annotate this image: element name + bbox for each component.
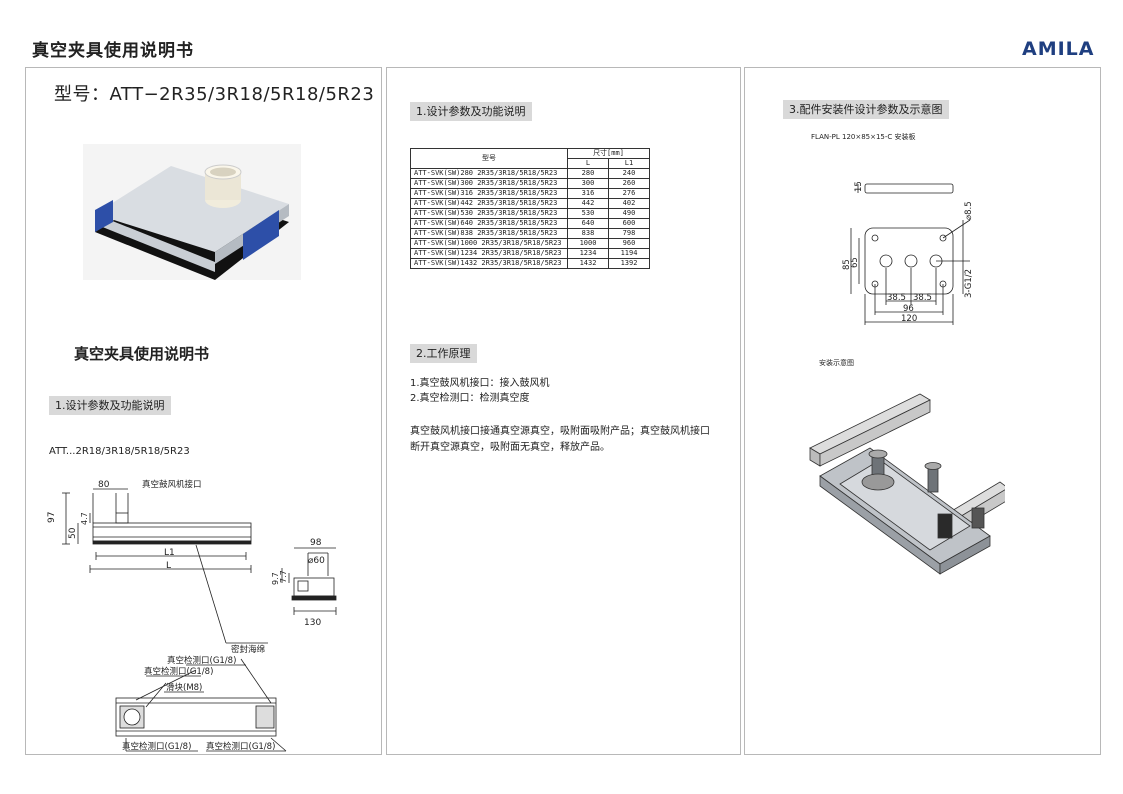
cell-model: ATT-SVK(SW)1000 2R35/3R18/5R18/5R23 [410, 238, 568, 249]
dimension-drawing: 80 97 50 4.7 L1 L 98 ⌀60 9.7 7.7 130 [47, 479, 337, 752]
panel-middle: 1.设计参数及功能说明 型号 尺寸[mm] L L1 ATT-SVK(SW)28… [386, 67, 741, 755]
th-L: L [567, 158, 609, 169]
model-title: 型号：ATT−2R35/3R18/5R18/5R23 [54, 84, 375, 105]
dim-85: 85 [842, 259, 852, 270]
cell-model: ATT-SVK(SW)1432 2R35/3R18/5R18/5R23 [410, 258, 568, 269]
th-size: 尺寸[mm] [567, 148, 650, 159]
dim-50: 50 [68, 527, 78, 539]
cell-model: ATT-SVK(SW)442 2R35/3R18/5R18/5R23 [410, 198, 568, 209]
cell-L1: 260 [608, 178, 650, 189]
dim-L: L [166, 561, 171, 571]
cell-L: 838 [567, 228, 609, 239]
cell-model: ATT-SVK(SW)280 2R35/3R18/5R18/5R23 [410, 168, 568, 179]
cell-L: 300 [567, 178, 609, 189]
cell-L1: 1392 [608, 258, 650, 269]
principle-line-2: 2.真空检测口：检测真空度 [410, 393, 530, 404]
size-table: 型号 尺寸[mm] L L1 ATT-SVK(SW)280 2R35/3R18/… [410, 148, 650, 269]
dim-thread-g12: 3-G1/2 [964, 269, 974, 298]
dim-97: 97 [47, 512, 57, 523]
section-header-design-2: 1.设计参数及功能说明 [410, 102, 532, 121]
cell-L: 1234 [567, 248, 609, 259]
cell-L1: 402 [608, 198, 650, 209]
label-slider: 滑块(M8) [166, 682, 202, 693]
dim-15: 15 [854, 181, 864, 192]
product-photo [83, 144, 301, 280]
label-detect-4: 真空检测口(G1/8) [206, 741, 275, 752]
document-title: 真空夹具使用说明书 [32, 41, 194, 61]
cell-L: 316 [567, 188, 609, 199]
cell-L1: 490 [608, 208, 650, 219]
cell-L: 640 [567, 218, 609, 229]
install-illustration [809, 393, 1005, 575]
cell-L1: 600 [608, 218, 650, 229]
dim-9-7: 9.7 [271, 572, 280, 585]
cell-model: ATT-SVK(SW)838 2R35/3R18/5R18/5R23 [410, 228, 568, 239]
cell-model: ATT-SVK(SW)316 2R35/3R18/5R18/5R23 [410, 188, 568, 199]
cell-L: 1432 [567, 258, 609, 269]
label-seal: 密封海绵 [231, 644, 265, 655]
cell-L1: 798 [608, 228, 650, 239]
label-detect-3: 真空检测口(G1/8) [122, 741, 191, 752]
plate-drawing: 15 85 65 38.5 38.5 96 120 ⌀8.5 3-G1/2 [842, 181, 974, 325]
panel-left: 型号：ATT−2R35/3R18/5R18/5R23 真空夹具使用说明书 1.设… [25, 67, 382, 755]
cell-model: ATT-SVK(SW)300 2R35/3R18/5R18/5R23 [410, 178, 568, 189]
dim-4-7: 4.7 [80, 512, 89, 525]
dim-98: 98 [310, 538, 322, 548]
side-view-body [92, 522, 252, 542]
plate-caption: FLAN-PL 120×85×15-C 安装板 [811, 133, 916, 141]
manual-subtitle: 真空夹具使用说明书 [74, 345, 210, 363]
cell-L1: 960 [608, 238, 650, 249]
cell-L1: 276 [608, 188, 650, 199]
th-L1: L1 [608, 158, 650, 169]
brand-logo: AMILA [1022, 38, 1095, 60]
th-model: 型号 [410, 148, 568, 169]
principle-paragraph-a: 真空鼓风机接口接通真空源真空，吸附面吸附产品；真空鼓风机接口 [410, 426, 710, 437]
principle-line-1: 1.真空鼓风机接口：接入鼓风机 [410, 378, 550, 389]
panel-right: 3.配件安装件设计参数及示意图 FLAN-PL 120×85×15-C 安装板 … [744, 67, 1101, 755]
section-header-principle: 2.工作原理 [410, 344, 477, 363]
dim-96: 96 [903, 304, 914, 314]
dim-7-7: 7.7 [279, 570, 288, 583]
dim-80: 80 [98, 480, 110, 490]
dim-65: 65 [850, 257, 860, 268]
dim-38-5-b: 38.5 [913, 293, 932, 303]
cell-L: 442 [567, 198, 609, 209]
cell-model: ATT-SVK(SW)530 2R35/3R18/5R18/5R23 [410, 208, 568, 219]
cell-L: 530 [567, 208, 609, 219]
cell-L1: 240 [608, 168, 650, 179]
dim-hole-8-5: ⌀8.5 [964, 201, 974, 220]
dim-60: ⌀60 [308, 556, 325, 566]
cell-L: 280 [567, 168, 609, 179]
dim-120: 120 [901, 314, 917, 324]
dim-L1: L1 [164, 548, 175, 558]
cell-L1: 1194 [608, 248, 650, 259]
dim-130: 130 [304, 618, 321, 628]
label-blower-port: 真空鼓风机接口 [142, 479, 202, 490]
section-header-design: 1.设计参数及功能说明 [49, 396, 171, 415]
label-detect-2: 真空检测口(G1/8) [144, 666, 213, 677]
install-caption: 安装示意图 [819, 359, 854, 367]
cell-model: ATT-SVK(SW)640 2R35/3R18/5R18/5R23 [410, 218, 568, 229]
section-header-accessory: 3.配件安装件设计参数及示意图 [783, 100, 949, 119]
cell-model: ATT-SVK(SW)1234 2R35/3R18/5R18/5R23 [410, 248, 568, 259]
label-detect-1: 真空检测口(G1/8) [167, 655, 236, 666]
model-caption: ATT...2R18/3R18/5R18/5R23 [49, 446, 190, 457]
principle-paragraph-b: 断开真空源真空，吸附面无真空，释放产品。 [410, 442, 610, 453]
cell-L: 1000 [567, 238, 609, 249]
dim-38-5-a: 38.5 [887, 293, 906, 303]
